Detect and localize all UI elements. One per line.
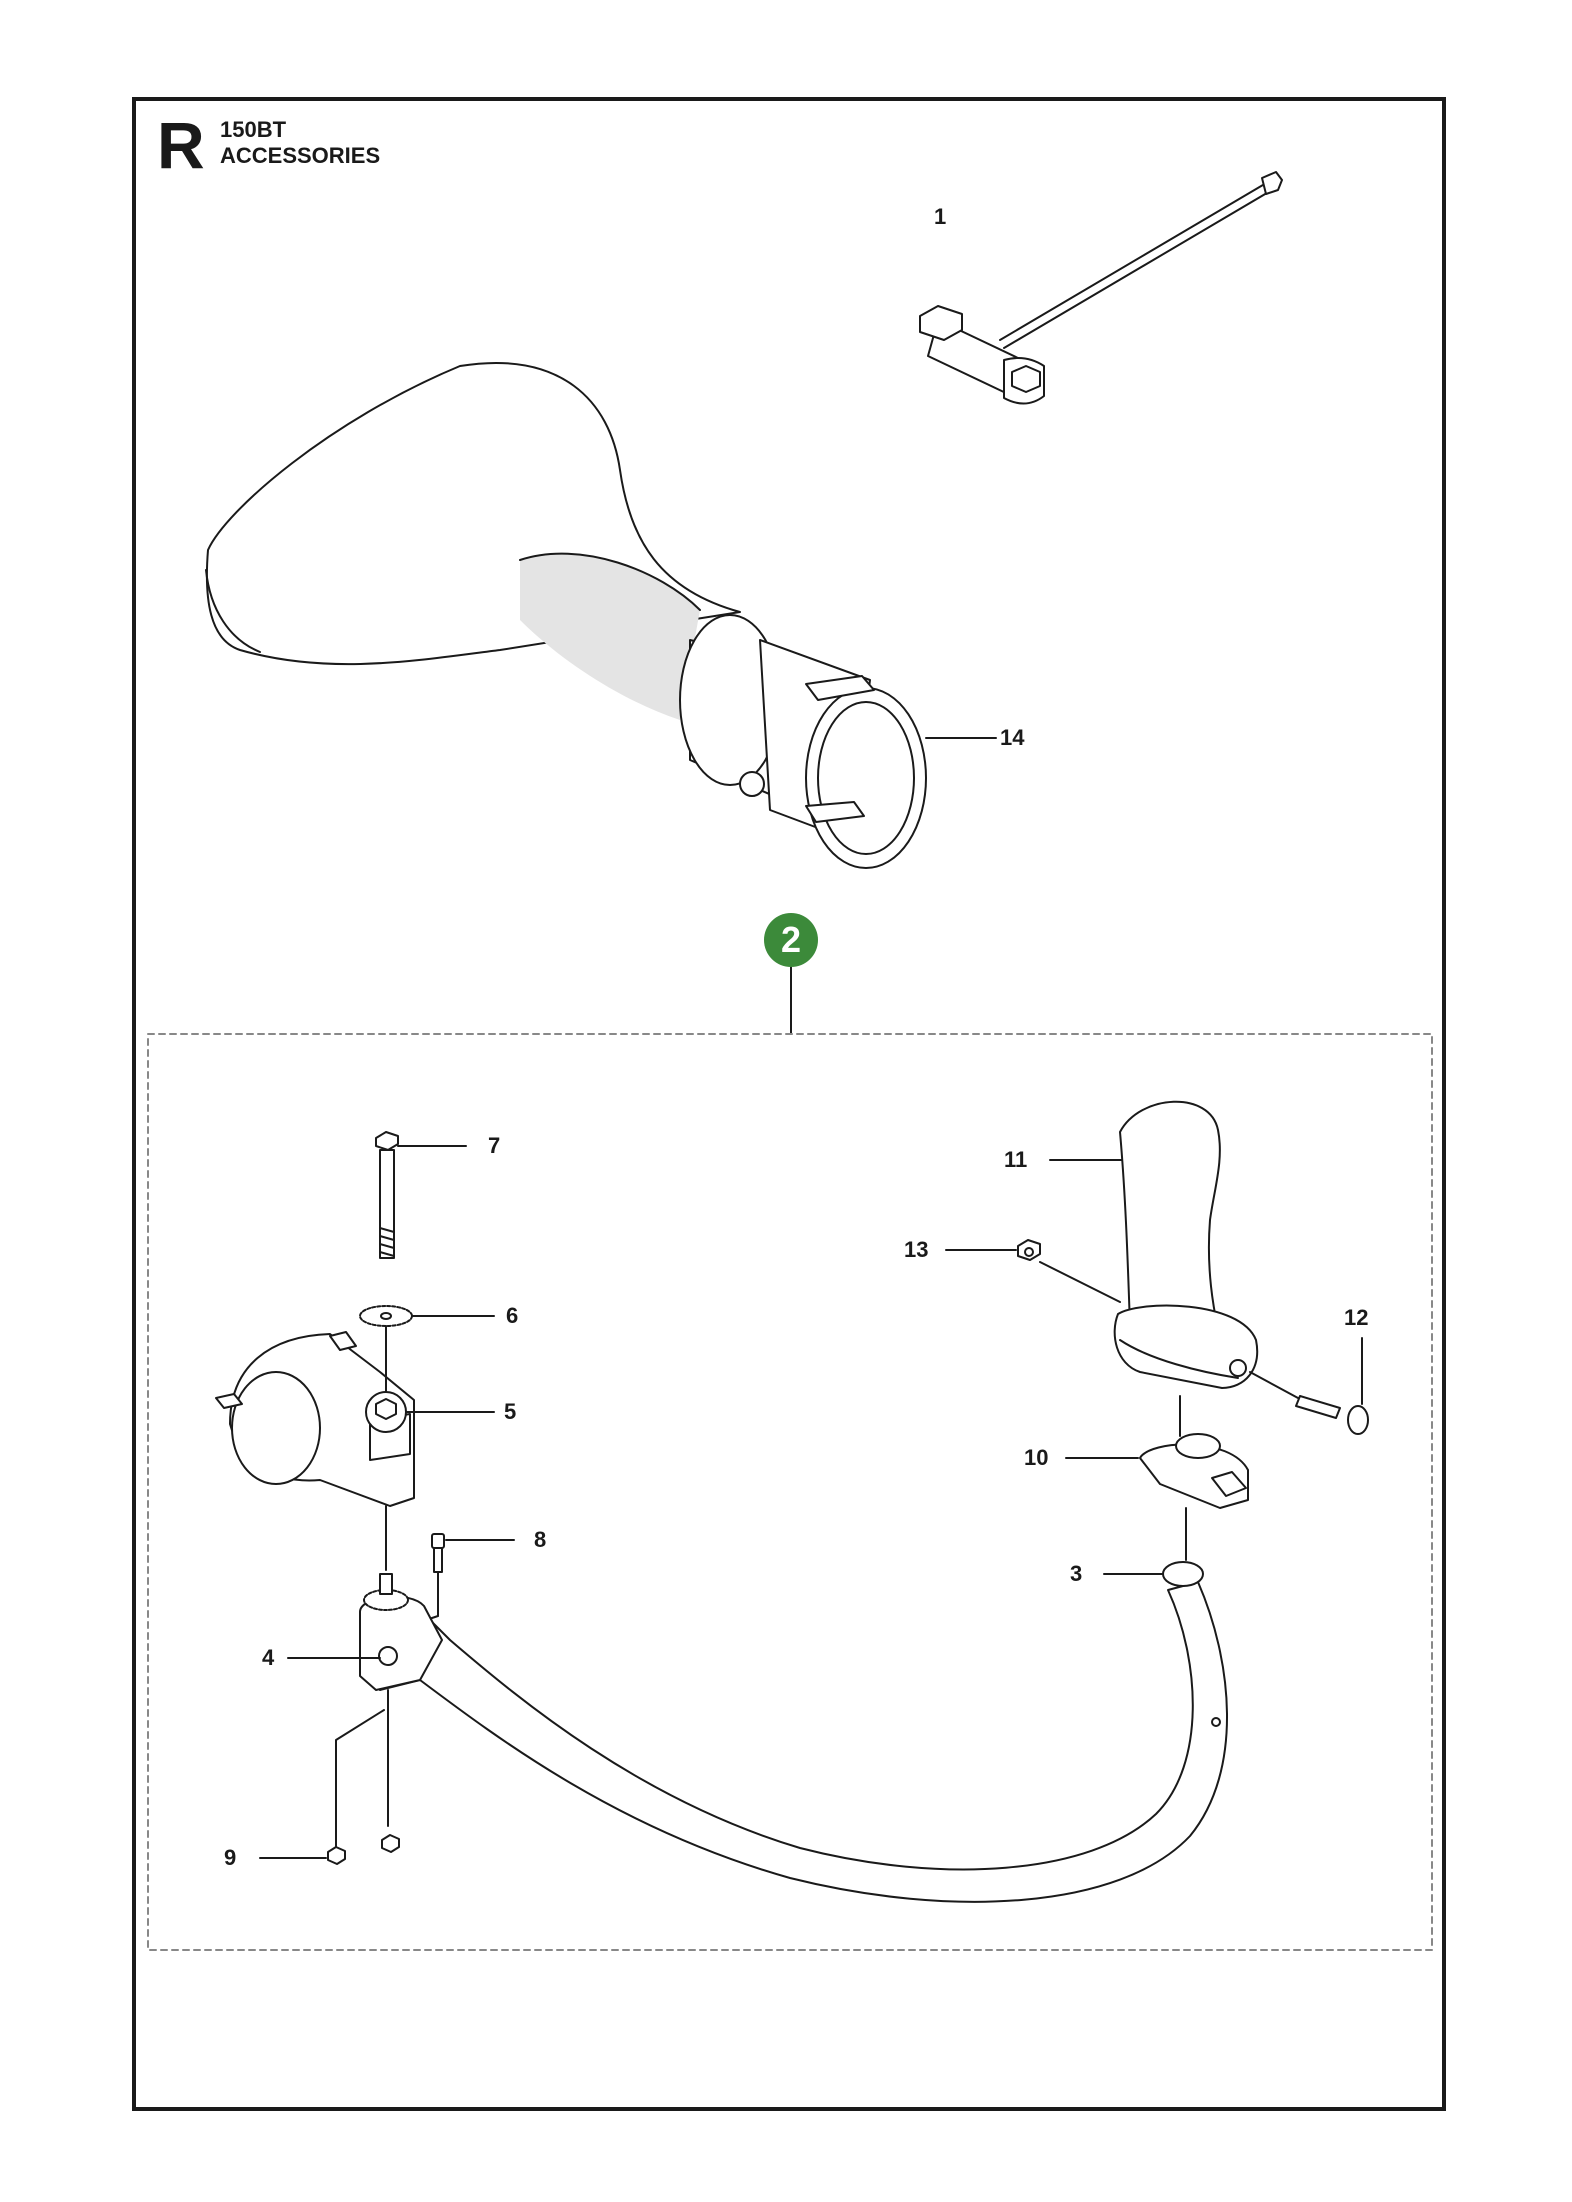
model-name: 150BT (220, 117, 287, 142)
serrated-washer-part (359, 1305, 495, 1327)
group-boundary-box (147, 1033, 1433, 1951)
callout-4: 4 (262, 1645, 275, 1670)
callout-10: 10 (1024, 1445, 1049, 1470)
handle-screw-part (1249, 1337, 1369, 1435)
bolt-part (375, 1131, 467, 1259)
flat-nozzle-part (205, 362, 997, 869)
clamp-bracket-part (1065, 1395, 1249, 1561)
group-number-badge: 2 (764, 913, 818, 967)
clamp-part (215, 1325, 495, 1571)
callout-12: 12 (1344, 1305, 1369, 1330)
page-frame (132, 97, 1446, 2111)
callout-8: 8 (534, 1527, 547, 1552)
grip-handle-part (1049, 1100, 1259, 1389)
callout-13: 13 (904, 1237, 929, 1262)
callout-7: 7 (488, 1133, 501, 1158)
t-wrench-part (919, 171, 1283, 405)
page-title: ACCESSORIES (220, 143, 381, 168)
callout-11: 11 (1004, 1147, 1028, 1172)
callout-9: 9 (224, 1845, 237, 1870)
screw-part (419, 1533, 515, 1623)
callout-14: 14 (1000, 725, 1025, 750)
nuts-part (259, 1834, 400, 1865)
callout-6: 6 (506, 1303, 519, 1328)
callout-5: 5 (504, 1399, 517, 1424)
section-letter: R (157, 108, 205, 182)
callout-1: 1 (934, 204, 947, 229)
loop-handle-part (287, 1561, 1228, 1903)
callout-3: 3 (1070, 1561, 1083, 1586)
nut-part (945, 1239, 1121, 1303)
